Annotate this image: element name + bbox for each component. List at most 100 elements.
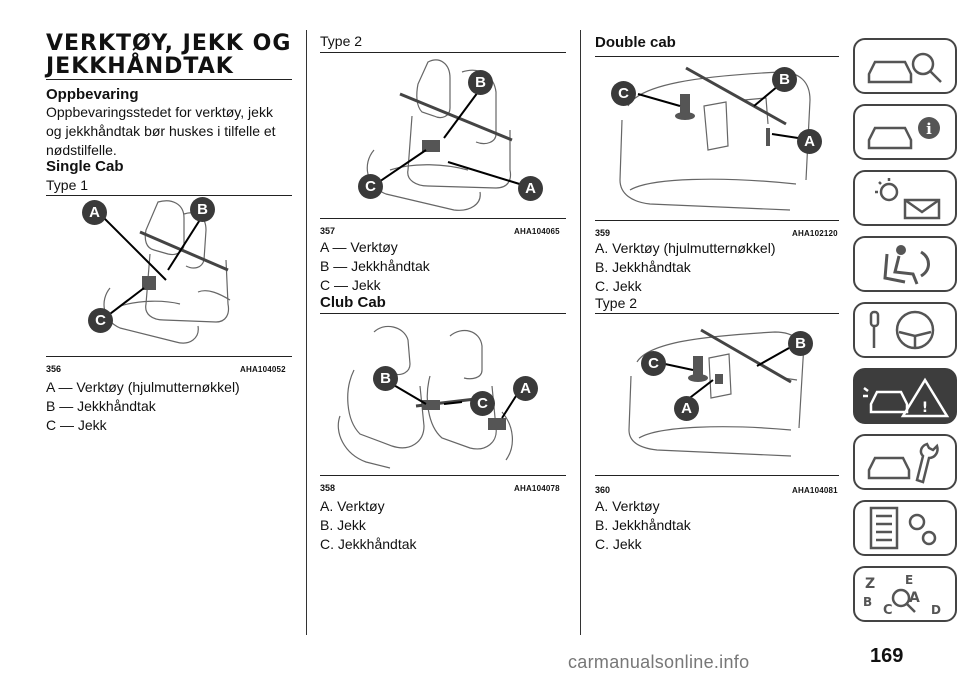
fig359-callout-a: A <box>797 129 822 154</box>
figure-357-legend: A — Verktøy B — Jekkhåndtak C — Jekk <box>320 238 430 295</box>
figure-358-top-rule <box>320 313 566 314</box>
fig357-callout-b: B <box>468 70 493 95</box>
legend-item: B — Jekkhåndtak <box>320 258 430 274</box>
alphabet-index-icon: Z E B A C D <box>863 573 941 618</box>
key-steering-wheel-icon <box>869 310 935 350</box>
legend-item: A. Verktøy (hjulmutternøkkel) <box>595 240 776 256</box>
fig360-callout-b: B <box>788 331 813 356</box>
svg-text:D: D <box>931 603 941 617</box>
fig358-callout-c: C <box>470 391 495 416</box>
figure-359-illustration <box>600 60 830 220</box>
figure-357-number: 357 <box>320 226 336 236</box>
tab-car-crash-warning[interactable]: ! <box>853 368 957 424</box>
figure-358-illustration <box>330 316 540 471</box>
figure-357-bottom-rule <box>320 218 566 219</box>
figure-359-top-rule <box>595 56 839 57</box>
legend-item: A. Verktøy <box>320 498 385 514</box>
fig359-callout-b: B <box>772 67 797 92</box>
section-title-line1: VERKTØY, JEKK OG <box>46 31 292 56</box>
fig356-callout-b: B <box>190 197 215 222</box>
legend-item: C — Jekk <box>46 417 107 433</box>
seat-airbag-icon <box>883 245 930 285</box>
tab-seat-airbag[interactable] <box>853 236 957 292</box>
tab-list-gears[interactable] <box>853 500 957 556</box>
figure-356-bottom-rule <box>46 356 292 357</box>
fig356-callout-a: A <box>82 200 107 225</box>
figure-358-number: 358 <box>320 483 336 493</box>
legend-item: C — Jekk <box>320 277 381 293</box>
tab-car-search[interactable] <box>853 38 957 94</box>
legend-item: B. Jekk <box>320 517 366 533</box>
figure-357-illustration <box>350 54 550 214</box>
legend-item: A. Verktøy <box>595 498 660 514</box>
fig360-callout-c: C <box>641 351 666 376</box>
legend-item: C. Jekk <box>595 536 642 552</box>
figure-360-bottom-rule <box>595 475 839 476</box>
double-type2-label: Type 2 <box>595 295 638 311</box>
warning-light-mail-icon <box>875 178 941 220</box>
type1-label: Type 1 <box>46 177 89 193</box>
car-info-icon: i <box>867 117 940 150</box>
legend-item: C. Jekk <box>595 278 642 294</box>
section-title-line2: JEKKHÅNDTAK <box>46 54 234 79</box>
figure-358-legend: A. Verktøy B. Jekk C. Jekkhåndtak <box>320 497 417 554</box>
svg-text:Z: Z <box>865 576 875 592</box>
club-cab-heading: Club Cab <box>320 294 386 311</box>
tab-car-wrench[interactable] <box>853 434 957 490</box>
storage-heading: Oppbevaring <box>46 86 139 103</box>
tab-key-steering-wheel[interactable] <box>853 302 957 358</box>
figure-358-bottom-rule <box>320 475 566 476</box>
fig356-callout-c: C <box>88 308 113 333</box>
watermark: carmanualsonline.info <box>568 652 750 672</box>
single-cab-heading: Single Cab <box>46 158 124 175</box>
svg-text:!: ! <box>922 400 928 416</box>
car-crash-warning-icon: ! <box>863 377 950 418</box>
figure-359-code: AHA102120 <box>792 229 838 238</box>
svg-text:i: i <box>926 120 932 138</box>
title-underline <box>46 79 292 80</box>
legend-item: B. Jekkhåndtak <box>595 259 691 275</box>
svg-text:A: A <box>909 590 920 606</box>
club-type2-label: Type 2 <box>320 33 363 49</box>
double-cab-heading: Double cab <box>595 34 676 51</box>
list-gears-icon <box>869 506 937 550</box>
figure-360-number: 360 <box>595 485 611 495</box>
storage-text-line2: og jekkhåndtak bør huskes i tilfelle et <box>46 123 276 139</box>
figure-359-bottom-rule <box>595 220 839 221</box>
figure-359-number: 359 <box>595 228 611 238</box>
fig360-callout-a: A <box>674 396 699 421</box>
fig359-callout-c: C <box>611 81 636 106</box>
column-divider-2 <box>580 30 581 635</box>
fig357-callout-a: A <box>518 176 543 201</box>
car-wrench-icon <box>867 442 939 484</box>
tab-car-info[interactable]: i <box>853 104 957 160</box>
storage-text-line3: nødstilfelle. <box>46 142 117 158</box>
figure-358-code: AHA104078 <box>514 484 560 493</box>
storage-text-line1: Oppbevaringsstedet for verktøy, jekk <box>46 104 273 120</box>
figure-356-number: 356 <box>46 364 62 374</box>
svg-text:E: E <box>905 573 913 587</box>
figure-356-legend: A — Verktøy (hjulmutternøkkel) B — Jekkh… <box>46 378 240 435</box>
legend-item: B. Jekkhåndtak <box>595 517 691 533</box>
figure-356-code: AHA104052 <box>240 365 286 374</box>
tab-alphabet-index[interactable]: Z E B A C D <box>853 566 957 622</box>
fig357-callout-c: C <box>358 174 383 199</box>
figure-359-legend: A. Verktøy (hjulmutternøkkel) B. Jekkhån… <box>595 239 776 296</box>
legend-item: B — Jekkhåndtak <box>46 398 156 414</box>
page-number: 169 <box>870 645 904 667</box>
figure-356-top-rule <box>46 195 292 196</box>
fig358-callout-a: A <box>513 376 538 401</box>
fig358-callout-b: B <box>373 366 398 391</box>
svg-text:C: C <box>883 603 893 618</box>
figure-356-illustration <box>80 196 260 356</box>
figure-357-top-rule <box>320 52 566 53</box>
tab-warning-light-mail[interactable] <box>853 170 957 226</box>
figure-360-legend: A. Verktøy B. Jekkhåndtak C. Jekk <box>595 497 691 554</box>
figure-360-code: AHA104081 <box>792 486 838 495</box>
column-divider-1 <box>306 30 307 635</box>
figure-360-top-rule <box>595 313 839 314</box>
legend-item: A — Verktøy (hjulmutternøkkel) <box>46 379 240 395</box>
legend-item: C. Jekkhåndtak <box>320 536 417 552</box>
figure-357-code: AHA104065 <box>514 227 560 236</box>
legend-item: A — Verktøy <box>320 239 398 255</box>
